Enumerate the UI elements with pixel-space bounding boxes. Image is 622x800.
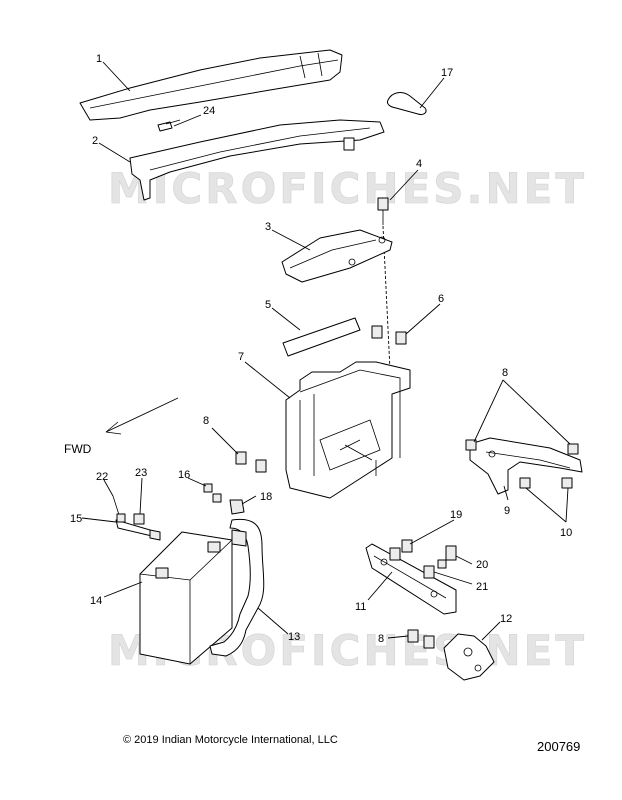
part-9-bracket <box>469 437 583 495</box>
part-5-pad <box>282 317 361 357</box>
part-16-screws <box>203 483 222 503</box>
callout-6: 6 <box>438 293 444 305</box>
fwd-label: FWD <box>64 442 92 456</box>
callout-20: 20 <box>476 559 488 571</box>
callout-12: 12 <box>500 613 512 625</box>
callout-17: 17 <box>441 67 453 79</box>
part-13-cable <box>209 518 265 657</box>
callout-11: 11 <box>355 601 366 613</box>
copyright-notice: © 2019 Indian Motorcycle International, … <box>123 734 338 746</box>
callout-19: 19 <box>450 509 462 521</box>
part-22-bolt <box>112 495 126 523</box>
part-12-bracket <box>443 633 495 681</box>
callout-5: 5 <box>265 299 271 311</box>
part-8-bolts-right <box>465 439 579 455</box>
callout-3: 3 <box>265 221 271 233</box>
callout-4: 4 <box>416 158 422 170</box>
callout-21: 21 <box>476 581 488 593</box>
part-21-nut <box>423 565 435 579</box>
part-4-bolt <box>377 197 391 371</box>
callout-14: 14 <box>90 595 102 607</box>
part-8-bolt-middle <box>235 451 267 473</box>
callout-24: 24 <box>203 105 215 117</box>
callout-22: 22 <box>96 471 108 483</box>
part-8-bolt-bottom <box>407 629 435 649</box>
part-15-cable <box>115 519 161 541</box>
leader-lines <box>81 61 571 641</box>
part-17-strap <box>387 92 427 115</box>
watermark-top: MICROFICHES.NET <box>108 164 587 213</box>
diagram-number: 200769 <box>537 739 581 754</box>
part-1-cover <box>79 49 343 121</box>
callout-2: 2 <box>92 135 98 147</box>
part-10-nuts <box>519 477 573 489</box>
callout-9: 9 <box>504 505 510 517</box>
part-18-clip <box>229 499 245 515</box>
callout-23: 23 <box>135 467 147 479</box>
part-20-bolt <box>437 545 457 569</box>
callout-16: 16 <box>178 469 190 481</box>
part-19-bolt <box>389 539 413 561</box>
callout-13: 13 <box>288 631 300 643</box>
callout-numbers: 1 2 3 4 5 6 7 8 8 8 9 10 11 12 13 14 15 … <box>70 53 572 645</box>
callout-18: 18 <box>260 491 272 503</box>
part-6-nut <box>371 325 407 345</box>
callout-15: 15 <box>70 513 82 525</box>
part-2-rail <box>129 119 385 201</box>
part-23-nut <box>133 513 145 525</box>
callout-8-bottom: 8 <box>378 633 384 645</box>
callout-1: 1 <box>96 53 102 65</box>
part-3-lid <box>281 229 393 283</box>
part-14-battery <box>139 531 233 665</box>
part-11-plate <box>365 543 457 615</box>
callout-7: 7 <box>238 351 244 363</box>
callout-8-right: 8 <box>502 367 508 379</box>
callout-8-middle: 8 <box>203 415 209 427</box>
part-24-pin <box>157 119 181 132</box>
callout-10: 10 <box>560 527 572 539</box>
part-7-tray <box>285 361 411 499</box>
fwd-arrow <box>105 397 179 435</box>
